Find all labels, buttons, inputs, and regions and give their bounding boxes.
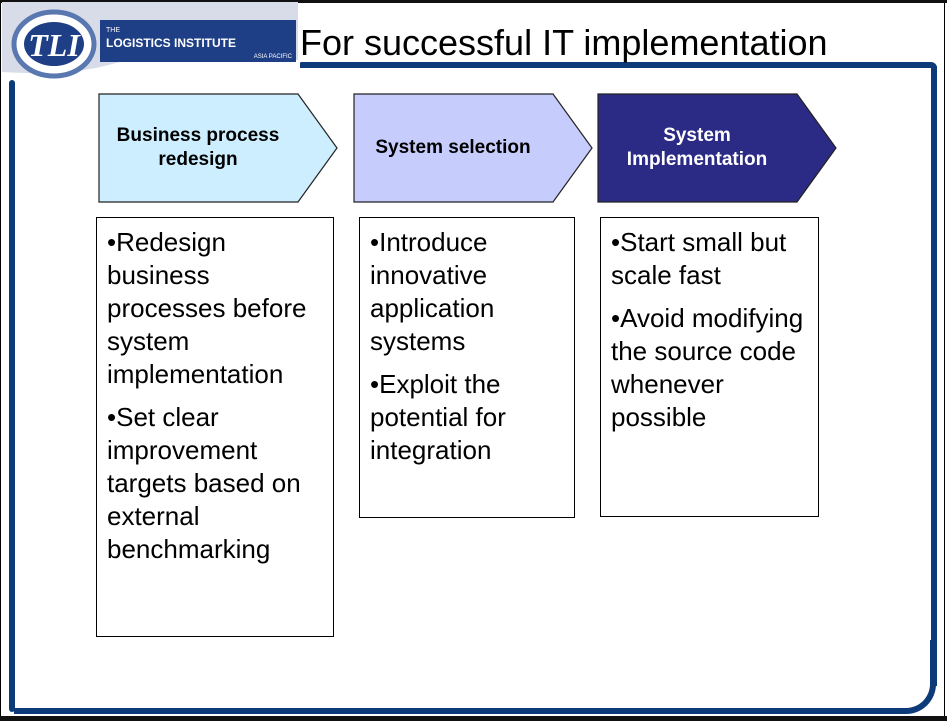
stage-label: System Implementation (626, 125, 768, 170)
bullet-point: •Redesign business processes before syst… (107, 227, 307, 389)
frame-right-edge (931, 66, 937, 686)
frame-bottom-edge (14, 708, 894, 714)
logo-name: LOGISTICS INSTITUTE (106, 36, 236, 50)
frame-top-edge (300, 62, 937, 68)
bottom-rule (0, 716, 947, 721)
bullet-point: •Set clear improvement targets based on … (107, 402, 301, 564)
stage-label: System selection (375, 137, 531, 158)
stage-chevron-system-implementation: System Implementation (597, 93, 837, 203)
bullet-point: •Avoid modifying the source code wheneve… (611, 303, 804, 432)
bullet-point: •Start small but scale fast (611, 227, 787, 290)
slide-title: For successful IT implementation (300, 22, 828, 63)
tli-logo: TLI THE LOGISTICS INSTITUTE ASIA PACIFIC (2, 2, 298, 86)
logo-small: THE (106, 27, 120, 34)
logo-region: ASIA PACIFIC (254, 54, 293, 60)
logo-acronym: TLI (28, 27, 81, 63)
top-rule (0, 0, 947, 3)
bullet-point: •Exploit the potential for integration (370, 369, 506, 465)
stage-details-system-selection: •Introduce innovative application system… (359, 217, 575, 518)
stage-details-business-process: •Redesign business processes before syst… (96, 217, 334, 637)
stage-chevron-business-process: Business process redesign (98, 93, 338, 203)
frame-left-edge (9, 80, 15, 712)
frame-corner (860, 640, 936, 714)
stage-chevron-system-selection: System selection (353, 93, 593, 203)
stage-details-system-implementation: •Start small but scale fast •Avoid modif… (600, 217, 819, 517)
bullet-point: •Introduce innovative application system… (370, 227, 495, 356)
stage-label: Business process redesign (116, 125, 280, 170)
